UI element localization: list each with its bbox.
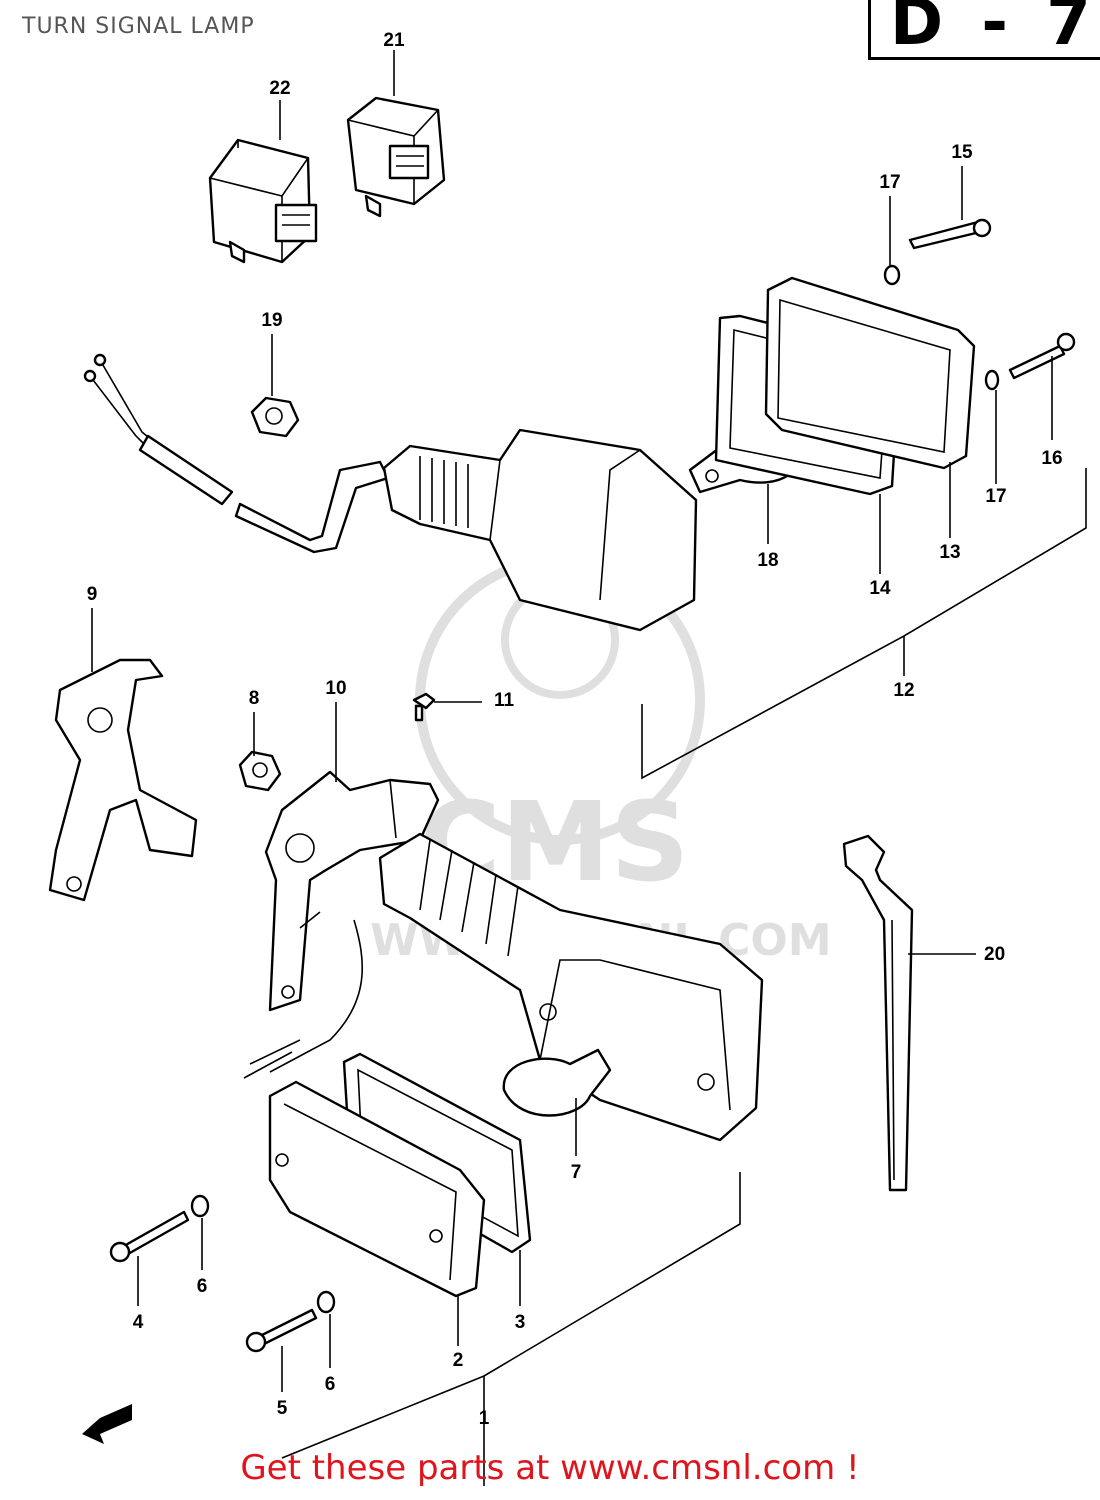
wire-band-20 — [842, 834, 914, 1192]
part-label-6-left: 6 — [197, 1276, 208, 1297]
part-label-15: 15 — [951, 142, 973, 163]
washer-6-right — [316, 1290, 336, 1314]
part-label-17-top: 17 — [879, 172, 900, 193]
relay-22 — [208, 138, 318, 264]
part-label-3: 3 — [515, 1312, 526, 1333]
screw-16 — [1008, 332, 1076, 380]
part-label-1: 1 — [479, 1408, 490, 1429]
leader-lines — [91, 50, 1087, 1486]
screw-5 — [245, 1308, 318, 1353]
part-label-21: 21 — [383, 30, 405, 51]
screw-4 — [109, 1210, 190, 1263]
part-label-2: 2 — [453, 1350, 464, 1371]
part-label-20: 20 — [984, 944, 1005, 965]
part-label-4: 4 — [133, 1312, 144, 1333]
bulb-7 — [502, 1048, 612, 1117]
upper-lamp-housing — [382, 428, 698, 632]
part-label-22: 22 — [269, 78, 290, 99]
part-label-17-right: 17 — [985, 486, 1006, 507]
section-code-frame — [868, 0, 1100, 60]
bracket-10 — [264, 770, 440, 1012]
cta-link[interactable]: Get these parts at www.cmsnl.com ! — [240, 1448, 860, 1488]
lens-2 — [268, 1080, 486, 1298]
bracket-9 — [48, 658, 198, 902]
lens-13 — [764, 276, 976, 470]
washer-6-left — [190, 1194, 210, 1218]
part-label-7: 7 — [571, 1162, 582, 1183]
part-label-18: 18 — [757, 550, 778, 571]
part-label-14: 14 — [869, 578, 891, 599]
washer-17-top — [883, 264, 901, 286]
part-label-13: 13 — [939, 542, 960, 563]
part-label-16: 16 — [1041, 448, 1062, 469]
part-label-6-right: 6 — [325, 1374, 336, 1395]
part-label-5: 5 — [277, 1398, 288, 1419]
nut-8 — [238, 750, 282, 792]
part-label-11: 11 — [494, 690, 515, 711]
front-arrow-icon — [82, 1404, 132, 1444]
section-code: D - 7 — [890, 0, 1099, 60]
upper-wiring — [83, 353, 390, 554]
lower-lamp-housing — [243, 832, 764, 1142]
nut-19 — [250, 396, 300, 438]
page-title: TURN SIGNAL LAMP — [22, 14, 255, 39]
screw-15 — [908, 218, 992, 250]
washer-17-right — [984, 369, 1000, 391]
part-label-19: 19 — [261, 310, 282, 331]
part-label-9: 9 — [87, 584, 98, 605]
part-label-8: 8 — [249, 688, 260, 709]
part-label-12: 12 — [893, 680, 914, 701]
screw-11 — [412, 692, 436, 722]
part-label-10: 10 — [325, 678, 346, 699]
relay-21 — [346, 96, 446, 218]
